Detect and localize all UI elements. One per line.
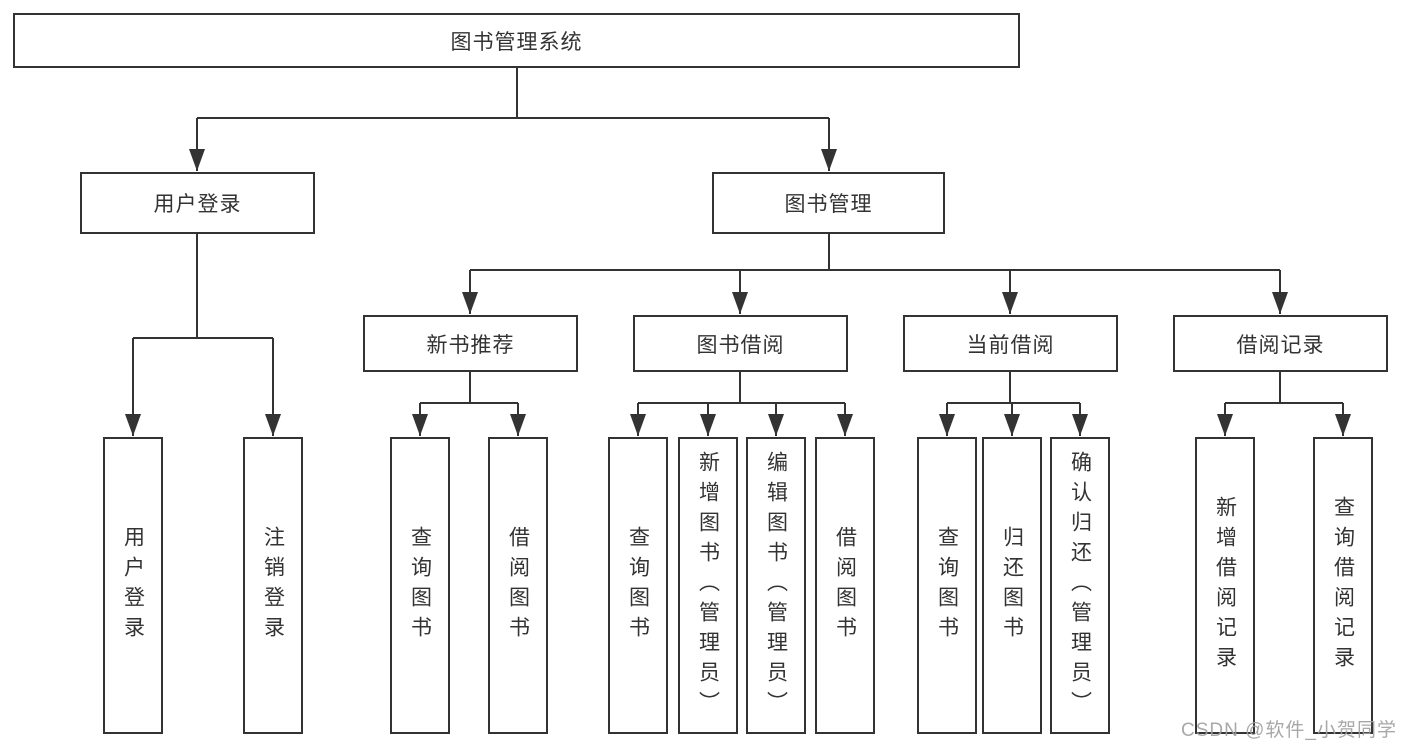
node-user-login: 用户登录 [80,172,315,234]
leaf-edit-book-admin-label: 编辑图书（管理员） [764,450,788,721]
leaf-query-books-3-label: 查询图书 [935,525,959,646]
leaf-edit-book-admin: 编辑图书（管理员） [746,437,806,734]
leaf-query-books-1: 查询图书 [390,437,450,734]
leaf-confirm-return-admin: 确认归还（管理员） [1050,437,1110,734]
leaf-user-login: 用户登录 [103,437,163,734]
node-book-borrow: 图书借阅 [633,315,848,372]
leaf-query-books-2-label: 查询图书 [626,525,650,646]
leaf-return-book-label: 归还图书 [1000,525,1024,646]
node-root-library-system: 图书管理系统 [13,13,1020,68]
leaf-query-borrow-record-label: 查询借阅记录 [1331,495,1355,676]
leaf-confirm-return-admin-label: 确认归还（管理员） [1068,450,1092,721]
leaf-borrow-books-1: 借阅图书 [488,437,548,734]
leaf-borrow-books-1-label: 借阅图书 [506,525,530,646]
leaf-query-books-2: 查询图书 [608,437,668,734]
node-book-management: 图书管理 [712,172,945,234]
leaf-add-borrow-record-label: 新增借阅记录 [1213,495,1237,676]
leaf-borrow-books-2: 借阅图书 [815,437,875,734]
node-borrow-records: 借阅记录 [1173,315,1388,372]
leaf-return-book: 归还图书 [982,437,1042,734]
leaf-borrow-books-2-label: 借阅图书 [833,525,857,646]
node-current-borrow: 当前借阅 [903,315,1118,372]
leaf-query-books-1-label: 查询图书 [408,525,432,646]
leaf-add-book-admin: 新增图书（管理员） [678,437,738,734]
leaf-add-borrow-record: 新增借阅记录 [1195,437,1255,734]
leaf-query-books-3: 查询图书 [917,437,977,734]
leaf-query-borrow-record: 查询借阅记录 [1313,437,1373,734]
csdn-watermark: CSDN @软件_小贺同学 [1181,720,1397,741]
leaf-add-book-admin-label: 新增图书（管理员） [696,450,720,721]
node-new-book-recommend: 新书推荐 [363,315,578,372]
leaf-logout: 注销登录 [243,437,303,734]
leaf-logout-label: 注销登录 [261,525,285,646]
leaf-user-login-label: 用户登录 [121,525,145,646]
